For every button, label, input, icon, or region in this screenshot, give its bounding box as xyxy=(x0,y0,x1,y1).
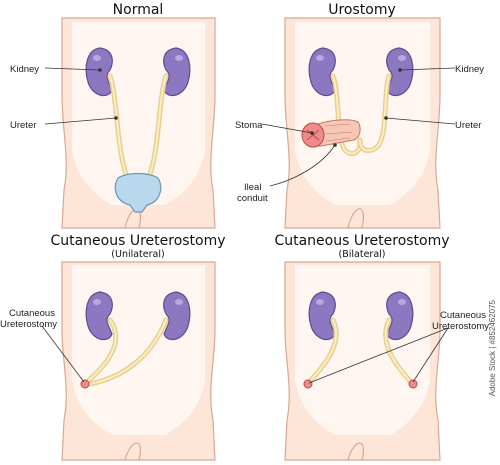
stock-watermark: Adobe Stock | #852462075 xyxy=(488,300,497,397)
panel-normal: Kidney Ureter xyxy=(10,17,216,229)
kidney-right-unilateral xyxy=(163,291,191,341)
leader-kidney-normal xyxy=(44,67,101,71)
leader-ileal-conduit xyxy=(269,144,336,187)
subtitle-bilateral: (Bilateral) xyxy=(339,249,386,260)
leader-cutaneous-unilateral xyxy=(41,325,85,383)
panel-unilateral: Cutaneous Ureterostomy xyxy=(0,261,216,461)
title-normal: Normal xyxy=(113,2,164,18)
title-bilateral: Cutaneous Ureterostomy xyxy=(274,233,449,249)
torso-urostomy xyxy=(295,22,430,205)
stoma-bilateral-left xyxy=(303,379,313,389)
label-cutaneous-right-1: Cutaneous xyxy=(440,310,486,321)
leader-cutaneous-bilateral-right xyxy=(412,327,449,383)
label-ureter-urostomy: Ureter xyxy=(455,120,481,131)
subtitle-unilateral: (Unilateral) xyxy=(111,249,164,260)
label-conduit: conduit xyxy=(237,193,268,204)
stoma-bilateral-right xyxy=(408,379,418,389)
leg-split-urostomy xyxy=(347,208,364,229)
label-kidney-normal: Kidney xyxy=(10,64,39,75)
leg-split-bilateral xyxy=(347,442,364,461)
stoma-cross-icon xyxy=(306,129,320,141)
stoma-unilateral xyxy=(80,379,90,389)
leader-cutaneous-bilateral-left xyxy=(308,327,449,384)
bladder xyxy=(114,172,162,213)
leader-kidney-urostomy xyxy=(399,67,456,71)
label-cutaneous-left-2: Ureterostomy xyxy=(0,319,57,330)
label-stoma: Stoma xyxy=(235,120,263,131)
title-unilateral: Cutaneous Ureterostomy xyxy=(50,233,225,249)
torso-unilateral xyxy=(72,265,205,435)
title-urostomy: Urostomy xyxy=(328,2,396,18)
leader-stoma xyxy=(261,123,313,134)
label-cutaneous-left-1: Cutaneous xyxy=(9,308,55,319)
leader-ureter-normal xyxy=(44,117,117,125)
kidney-right-normal xyxy=(163,47,191,97)
label-ureter-normal: Ureter xyxy=(10,120,36,131)
torso-bilateral xyxy=(295,265,430,435)
panel-bilateral: Cutaneous Ureterostomy xyxy=(284,261,489,461)
label-ileal: Ileal xyxy=(244,182,261,193)
leg-split-unilateral xyxy=(124,442,141,461)
label-kidney-urostomy: Kidney xyxy=(455,64,484,75)
panel-urostomy: Kidney Ureter Stoma Ileal conduit xyxy=(235,17,484,229)
leader-ureter-urostomy xyxy=(385,117,456,125)
label-cutaneous-right-2: Ureterostomy xyxy=(432,321,489,332)
kidney-left-unilateral xyxy=(85,291,113,341)
